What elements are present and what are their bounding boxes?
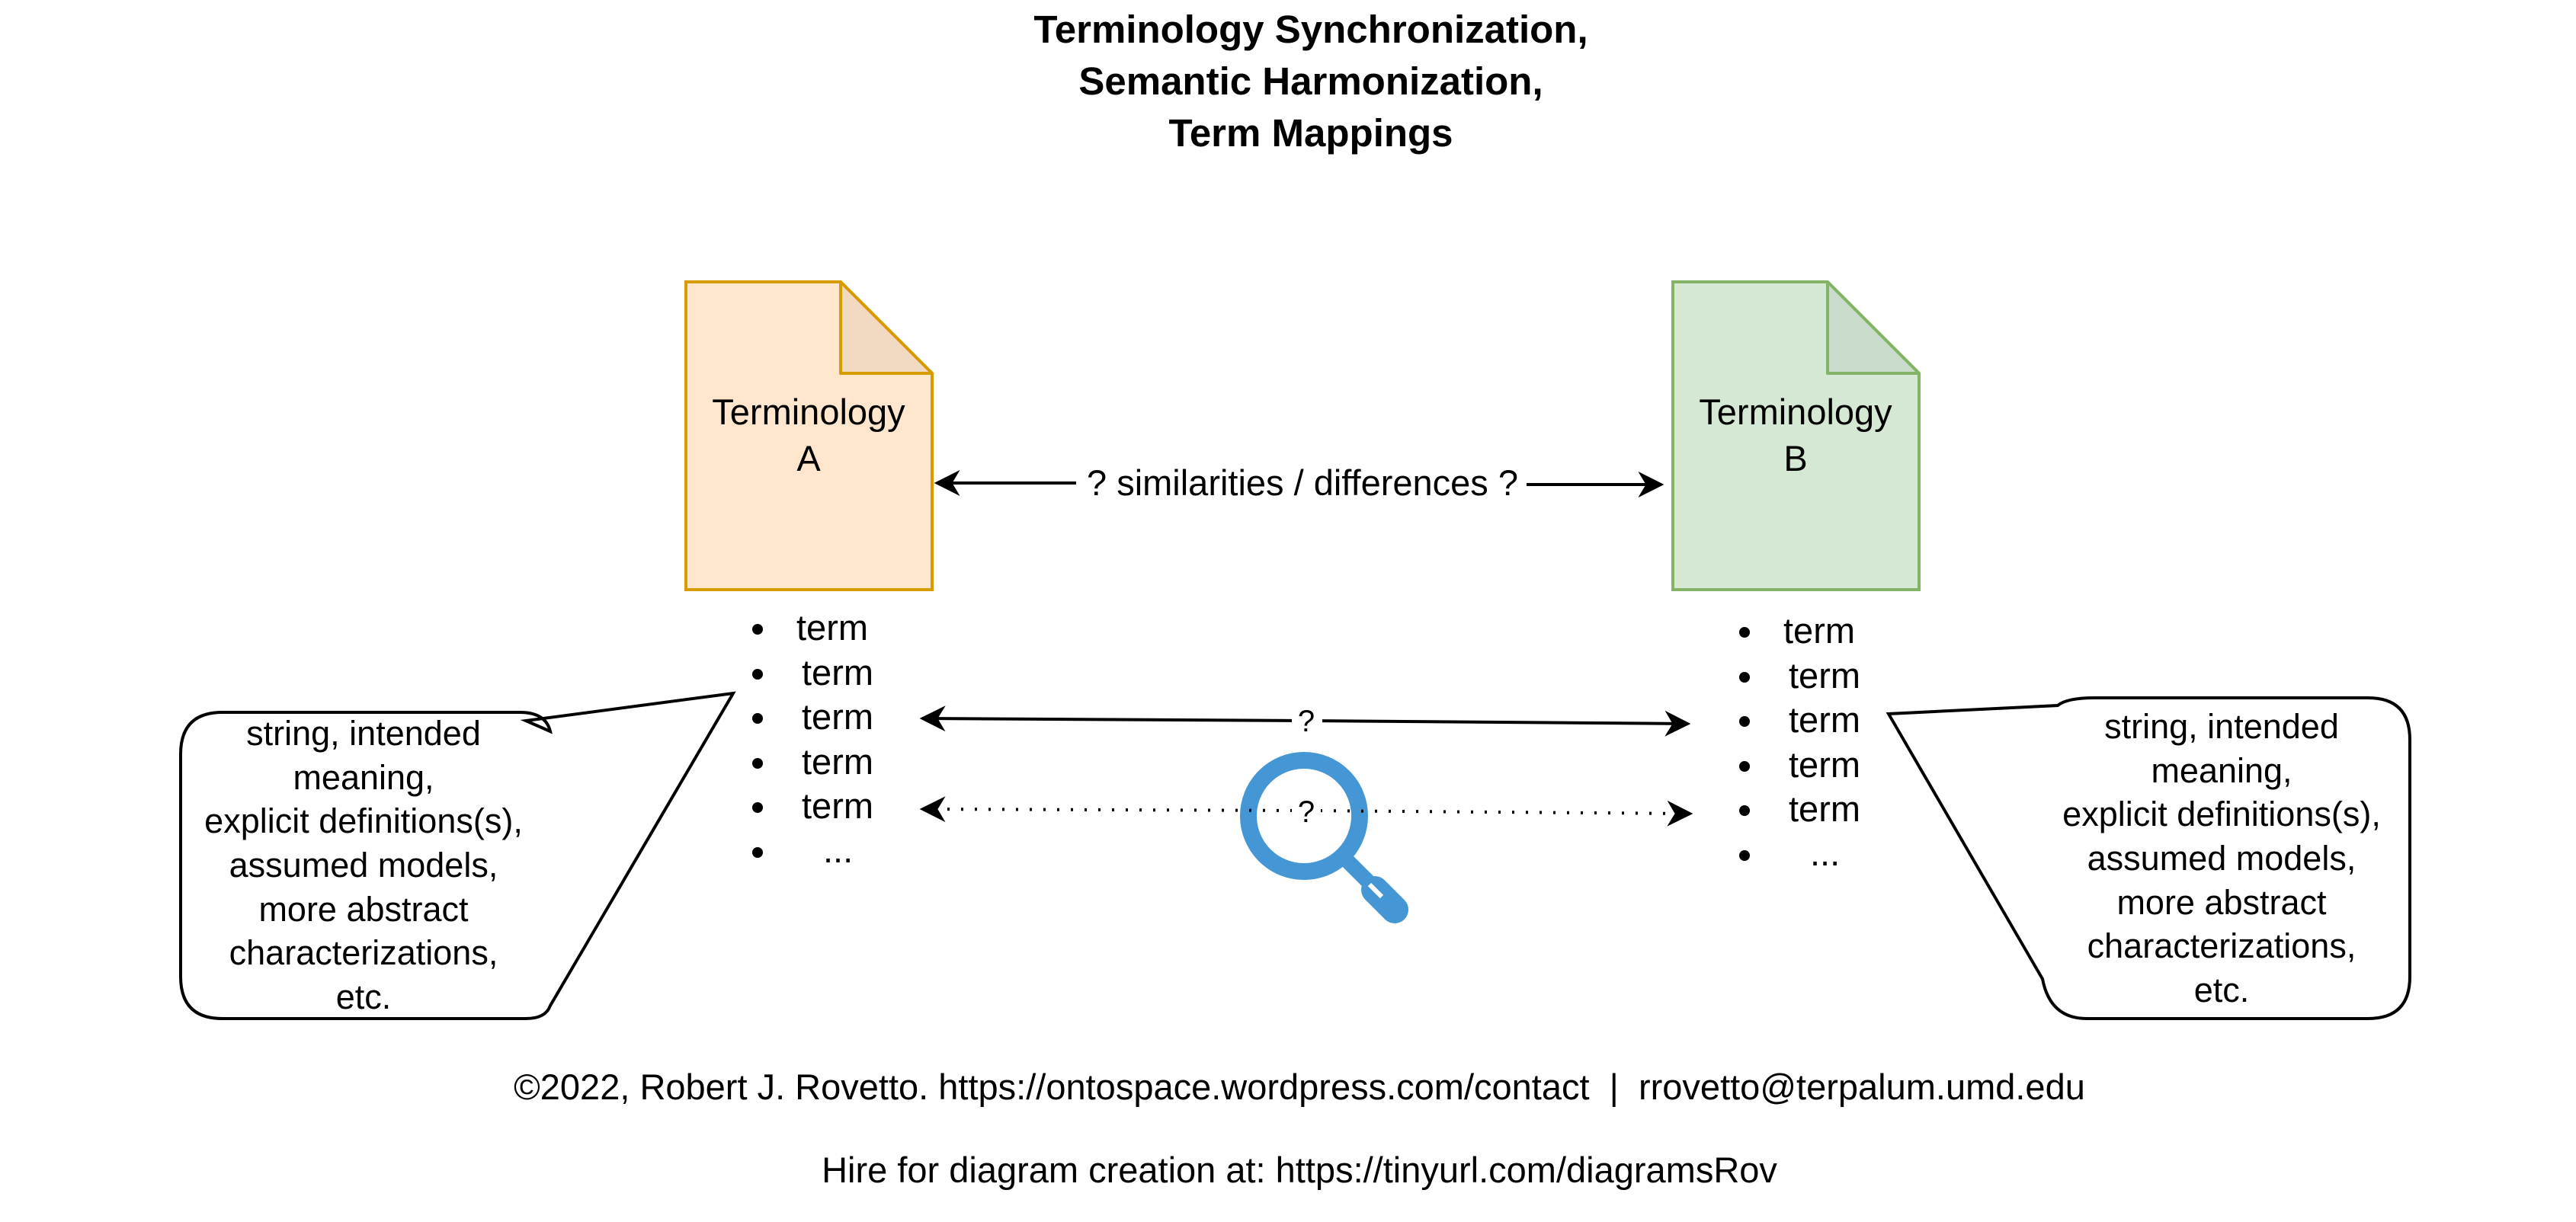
callout-a-line: assumed models, bbox=[229, 846, 498, 885]
term-list-b: term term term term term ... bbox=[1739, 610, 1860, 873]
terminology-a-label-line-2: A bbox=[796, 438, 821, 478]
callout-b: string, intended meaning, explicit defin… bbox=[1886, 696, 2411, 1020]
list-a-bullet bbox=[752, 847, 763, 858]
list-b-item: term bbox=[1783, 610, 1855, 651]
callout-a-line: explicit definitions(s), bbox=[204, 801, 523, 840]
callout-b-line: more abstract bbox=[2116, 883, 2327, 922]
term-list-a: term term term term term ... bbox=[752, 607, 873, 870]
list-b-bullet bbox=[1739, 716, 1750, 727]
term-mapping-solid-label: ? bbox=[1298, 705, 1315, 738]
terminology-b-document-fold bbox=[1826, 280, 1921, 375]
list-b-bullet bbox=[1739, 761, 1750, 772]
similarities-arrow: ? similarities / differences ? bbox=[934, 462, 1664, 503]
list-a-bullet bbox=[752, 624, 763, 635]
list-b-item: term bbox=[1789, 744, 1860, 785]
terminology-a-label-line-1: Terminology bbox=[712, 392, 905, 432]
list-b-item: ... bbox=[1810, 833, 1840, 873]
list-b-bullet bbox=[1739, 627, 1750, 638]
list-a-item: term bbox=[796, 607, 868, 648]
diagram-title: Terminology Synchronization, Semantic Ha… bbox=[1033, 8, 1588, 155]
term-mapping-dotted-label-bg bbox=[1292, 792, 1321, 829]
terminology-b-label-line-2: B bbox=[1783, 438, 1807, 478]
callout-a-line: etc. bbox=[336, 977, 392, 1016]
term-mapping-solid-line bbox=[1306, 710, 1691, 737]
title-line-1: Terminology Synchronization, bbox=[1033, 8, 1588, 51]
callout-a-line: characterizations, bbox=[229, 933, 498, 972]
callout-b-line: etc. bbox=[2194, 971, 2250, 1009]
similarities-differences-label: ? similarities / differences ? bbox=[1087, 462, 1518, 503]
list-a-bullet bbox=[752, 802, 763, 813]
terminology-a-document: Terminology A bbox=[684, 280, 934, 591]
callout-b-outline bbox=[1886, 696, 2411, 1020]
list-b-item: term bbox=[1789, 789, 1860, 829]
callout-a-line: meaning, bbox=[293, 758, 434, 797]
term-mapping-solid-line bbox=[919, 705, 1307, 732]
terminology-a-document-fold bbox=[839, 280, 934, 375]
list-b-bullet bbox=[1739, 672, 1750, 683]
title-line-2: Semantic Harmonization, bbox=[1078, 59, 1543, 103]
terminology-a-document-shape bbox=[684, 280, 934, 591]
callout-a-outline bbox=[179, 691, 736, 1020]
list-a-bullet bbox=[752, 758, 763, 769]
callout-b-line: string, intended bbox=[2104, 707, 2339, 746]
term-mapping-dotted-label: ? bbox=[1298, 795, 1315, 829]
callout-a-line: string, intended bbox=[246, 714, 481, 753]
title-line-3: Term Mappings bbox=[1168, 111, 1453, 155]
list-b-item: term bbox=[1789, 655, 1860, 696]
list-a-item: term bbox=[802, 696, 873, 737]
term-mapping-dotted-line bbox=[919, 796, 1307, 823]
callout-b-line: meaning, bbox=[2151, 751, 2292, 790]
list-b-bullet bbox=[1739, 850, 1750, 861]
list-b-item: term bbox=[1789, 699, 1860, 740]
list-a-bullet bbox=[752, 669, 763, 680]
callout-b-line: explicit definitions(s), bbox=[2062, 795, 2381, 833]
term-mapping-solid-label-bg bbox=[1292, 701, 1322, 739]
callout-a: string, intended meaning, explicit defin… bbox=[179, 691, 736, 1020]
list-a-item: ... bbox=[823, 830, 853, 870]
magnifying-glass-icon bbox=[1240, 752, 1408, 923]
list-a-item: term bbox=[802, 741, 873, 782]
copyright-notice: ©2022, Robert J. Rovetto. https://ontosp… bbox=[514, 1067, 2085, 1107]
terminology-b-label-line-1: Terminology bbox=[1699, 392, 1892, 432]
callout-b-line: characterizations, bbox=[2087, 926, 2357, 965]
terminology-b-document-shape bbox=[1671, 280, 1921, 591]
callout-b-line: assumed models, bbox=[2087, 839, 2357, 878]
term-mapping-arrow-dotted: ? bbox=[919, 792, 1693, 829]
list-a-bullet bbox=[752, 713, 763, 724]
term-mapping-arrow-solid: ? bbox=[919, 701, 1691, 739]
callout-a-line: more abstract bbox=[258, 890, 469, 929]
terminology-b-document: Terminology B bbox=[1671, 280, 1921, 591]
term-mapping-dotted-line bbox=[1306, 800, 1693, 827]
footer: ©2022, Robert J. Rovetto. https://ontosp… bbox=[514, 1067, 2085, 1190]
list-b-bullet bbox=[1739, 805, 1750, 816]
hire-notice: Hire for diagram creation at: https://ti… bbox=[822, 1150, 1777, 1190]
list-a-item: term bbox=[802, 785, 873, 826]
list-a-item: term bbox=[802, 652, 873, 693]
